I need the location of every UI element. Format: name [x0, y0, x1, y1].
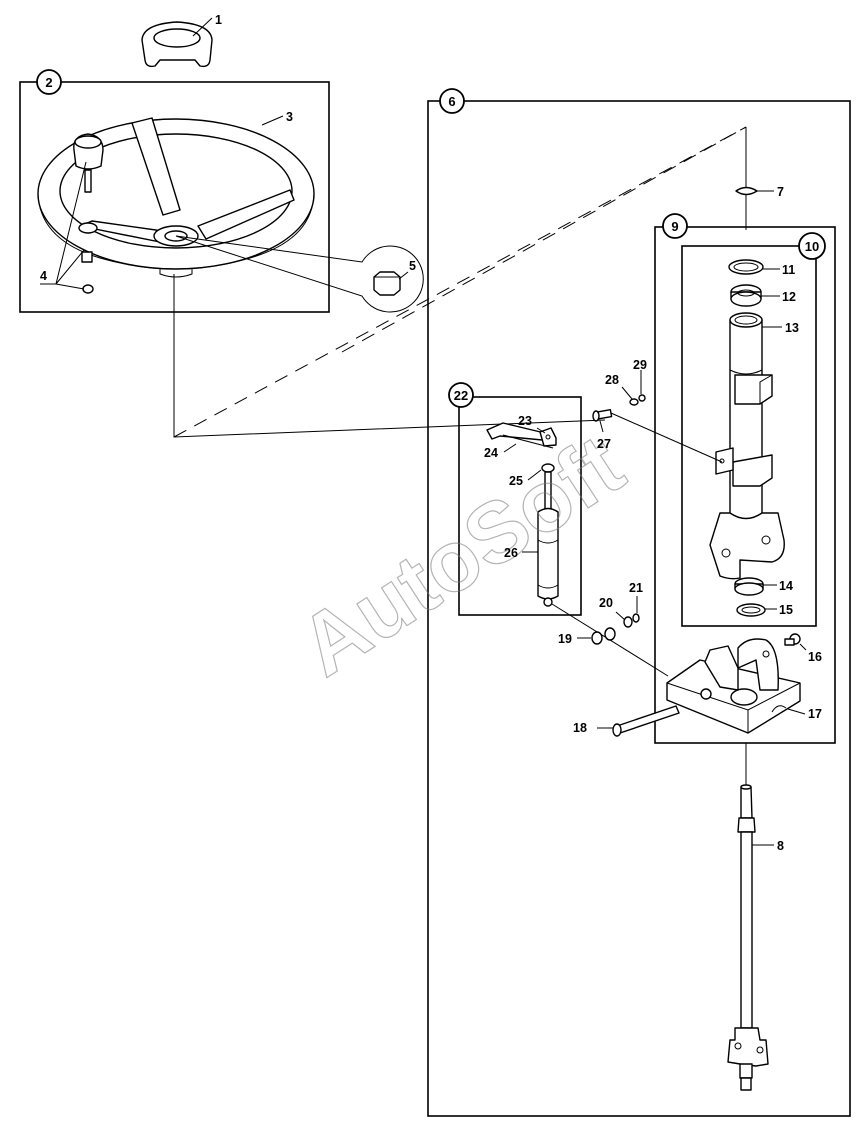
callout-27: 27 — [597, 437, 611, 451]
callout-12: 12 — [782, 290, 796, 304]
assembly-label-2: 2 — [36, 69, 62, 95]
callout-1: 1 — [215, 13, 222, 27]
callout-14: 14 — [779, 579, 793, 593]
assembly-box-9 — [654, 226, 836, 744]
callout-23: 23 — [518, 414, 532, 428]
assembly-label-9: 9 — [662, 213, 688, 239]
callout-26: 26 — [504, 546, 518, 560]
horn-cap-part — [141, 21, 213, 68]
snap-ring-top-part — [735, 186, 758, 196]
callout-24: 24 — [484, 446, 498, 460]
callout-16: 16 — [808, 650, 822, 664]
callout-8: 8 — [777, 839, 784, 853]
callout-17: 17 — [808, 707, 822, 721]
callout-18: 18 — [573, 721, 587, 735]
callout-25: 25 — [509, 474, 523, 488]
washer-set-part — [591, 613, 640, 645]
assembly-label-10: 10 — [798, 232, 826, 260]
dashed-line-upper — [173, 126, 747, 438]
gas-spring-part — [486, 422, 669, 677]
column-assembly-part — [709, 259, 785, 617]
callout-4: 4 — [40, 269, 47, 283]
assembly-label-9-text: 9 — [671, 219, 678, 234]
lock-nut-part — [82, 284, 94, 294]
assembly-label-22-text: 22 — [454, 388, 468, 403]
callout-13: 13 — [785, 321, 799, 335]
dashed-line-lower — [341, 126, 747, 353]
callout-5: 5 — [409, 259, 416, 273]
assembly-label-6: 6 — [439, 88, 465, 114]
callout-29: 29 — [633, 358, 647, 372]
assembly-label-22: 22 — [448, 382, 474, 408]
callout-3: 3 — [286, 110, 293, 124]
callout-19: 19 — [558, 632, 572, 646]
assembly-label-2-text: 2 — [45, 75, 52, 90]
steering-shaft-part — [727, 784, 769, 1091]
steering-wheel-part — [37, 117, 315, 278]
assembly-label-6-text: 6 — [448, 94, 455, 109]
assembly-box-22 — [458, 396, 582, 616]
watermark-text: AutoSoft — [283, 417, 640, 695]
assembly-label-10-text: 10 — [805, 239, 819, 254]
callout-21: 21 — [629, 581, 643, 595]
callout-15: 15 — [779, 603, 793, 617]
callout-28: 28 — [605, 373, 619, 387]
callout-20: 20 — [599, 596, 613, 610]
assembly-box-10 — [681, 245, 817, 627]
callout-7: 7 — [777, 185, 784, 199]
leader-wheel-to-pin — [173, 274, 606, 438]
assembly-box-6 — [427, 100, 851, 1117]
hex-nut-part — [175, 235, 424, 313]
callout-11: 11 — [782, 263, 795, 277]
watermark: AutoSoft — [282, 416, 640, 695]
base-plate-part — [612, 633, 801, 737]
pivot-pin-part — [592, 394, 723, 463]
